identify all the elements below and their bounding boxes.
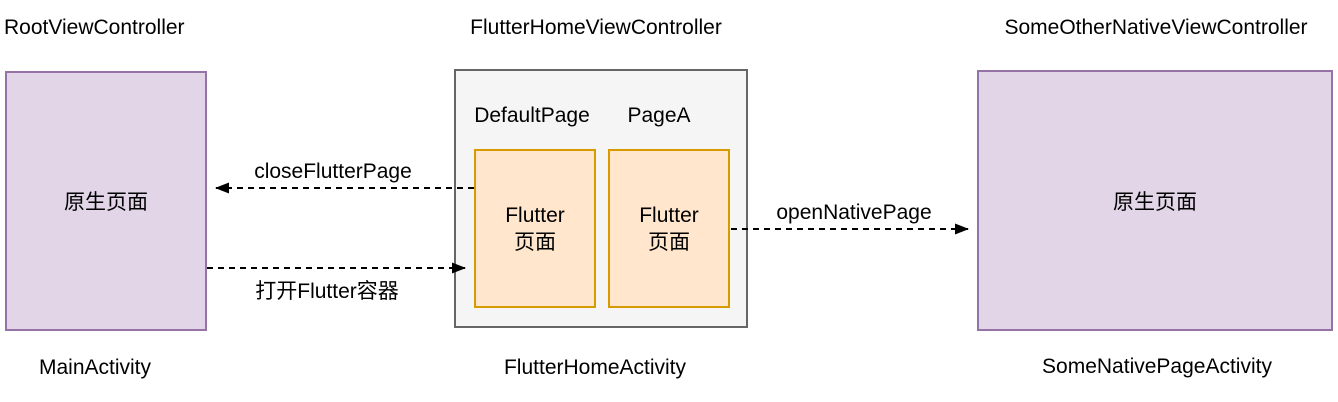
- open-flutter-container-arrow-label: 打开Flutter容器: [255, 280, 399, 303]
- some-native-page-activity-label: SomeNativePageActivity: [1042, 355, 1272, 378]
- open-native-page-arrow-label: openNativePage: [776, 201, 932, 224]
- default-page-flutter-label-line1: Flutter: [505, 203, 565, 227]
- default-page-flutter-label-line2: 页面: [514, 230, 556, 254]
- right-native-page-label: 原生页面: [1113, 190, 1197, 214]
- close-flutter-page-arrow-label: closeFlutterPage: [254, 160, 412, 183]
- right-native-page-box: 原生页面: [977, 70, 1333, 331]
- left-native-page-label: 原生页面: [64, 191, 148, 214]
- some-other-native-view-controller-title: SomeOtherNativeViewController: [1004, 16, 1308, 39]
- default-page-flutter-box: Flutter 页面: [474, 149, 596, 308]
- page-a-flutter-box: Flutter 页面: [608, 149, 730, 308]
- page-a-tab-label: PageA: [627, 104, 691, 127]
- default-page-tab-label: DefaultPage: [474, 104, 590, 127]
- root-view-controller-title: RootViewController: [4, 16, 185, 39]
- page-a-flutter-label-line1: Flutter: [639, 203, 699, 227]
- flutter-home-activity-label: FlutterHomeActivity: [503, 356, 687, 379]
- left-native-page-box: 原生页面: [5, 71, 207, 331]
- flutter-home-view-controller-title: FlutterHomeViewController: [470, 16, 722, 39]
- main-activity-label: MainActivity: [38, 356, 152, 379]
- page-a-flutter-label-line2: 页面: [648, 230, 690, 254]
